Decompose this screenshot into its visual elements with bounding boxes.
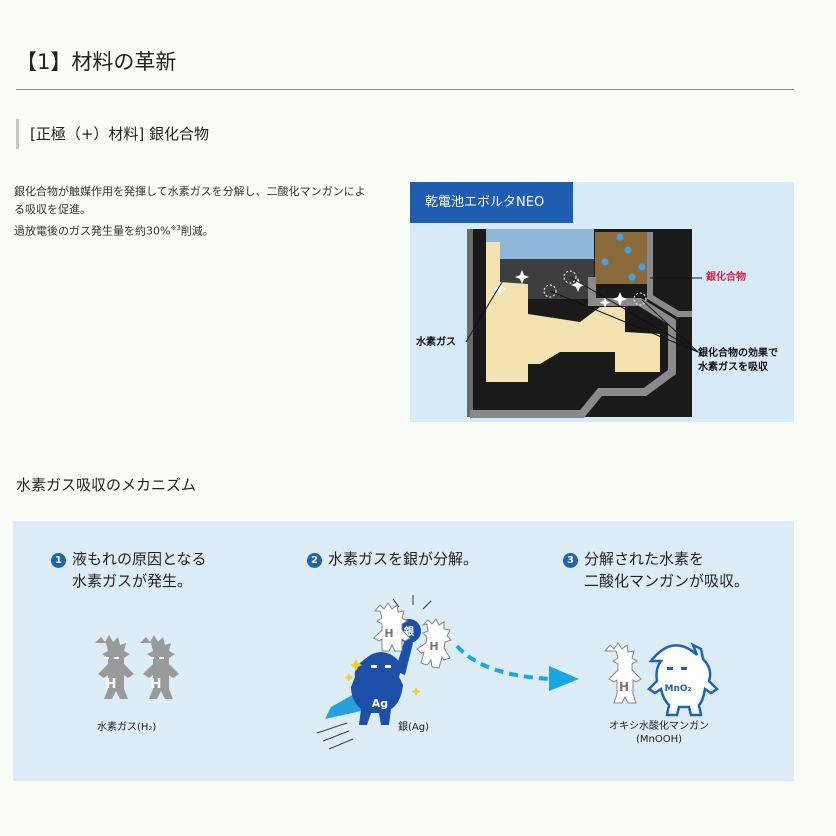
- absorbed-hydrogen: H: [603, 642, 642, 704]
- step-number: 2: [307, 553, 322, 568]
- mechanism-illustration: H H 銀 Ag: [95, 595, 719, 750]
- label-hydrogen-gas: 水素ガス: [416, 337, 456, 348]
- step-number: 1: [51, 553, 66, 568]
- title-divider: [16, 89, 794, 90]
- ag-letter: Ag: [372, 697, 388, 710]
- split-hydrogen: [373, 602, 452, 669]
- label-effect-2: 水素ガスを吸収: [698, 362, 768, 373]
- transfer-arrow: [455, 644, 579, 691]
- description-line-3: 過放電後のガス発生量を約30%※3削減。: [14, 224, 214, 238]
- absorption-circles: [543, 270, 647, 306]
- h-letter: H: [151, 677, 162, 692]
- label-silver-compound: 銀化合物: [706, 272, 746, 283]
- hydrogen-characters: H H: [95, 635, 179, 699]
- h-letter: H: [384, 627, 393, 640]
- caption-silver: 銀(Ag): [398, 722, 429, 733]
- mno2-letters: MnO₂: [665, 684, 692, 694]
- manganese-dioxide-character: MnO₂: [647, 642, 719, 717]
- description-line-1: 銀化合物が触媒作用を発揮して水素ガスを分解し、二酸化マンガンによ: [14, 185, 366, 198]
- mechanism-panel: H H 銀 Ag: [13, 521, 794, 781]
- description-line-2: る吸収を促進。: [14, 203, 91, 216]
- caption-hydrogen: 水素ガス(H₂): [97, 722, 157, 733]
- silver-hero: 銀 Ag: [316, 595, 432, 750]
- footnote-mark: ※3: [170, 224, 181, 232]
- hydrogen-sparkles: [493, 270, 627, 308]
- subheading: [正極（+）材料] 銀化合物: [16, 119, 209, 149]
- label-effect-1: 銀化合物の効果で: [698, 348, 778, 359]
- step-number: 3: [563, 553, 578, 568]
- h-letter: H: [106, 677, 117, 692]
- product-tag: 乾電池エボルタNEO: [410, 182, 573, 223]
- mechanism-title: 水素ガス吸収のメカニズム: [16, 476, 197, 494]
- silver-kanji: 銀: [404, 625, 414, 638]
- page-title: 【1】材料の革新: [16, 50, 177, 74]
- caption-product: オキシ水酸化マンガン (MnOOH): [609, 721, 709, 745]
- description: 銀化合物が触媒作用を発揮して水素ガスを分解し、二酸化マンガンによ る吸収を促進。…: [14, 183, 399, 241]
- silver-particles: [601, 233, 646, 281]
- h-letter: H: [429, 640, 438, 653]
- battery-figure: 乾電池エボルタNEO 銀化合物 水素ガス 銀化合物の効果で 水素ガスを吸収: [410, 182, 794, 422]
- battery-cross-section: [465, 229, 702, 418]
- h-letter: H: [619, 680, 629, 694]
